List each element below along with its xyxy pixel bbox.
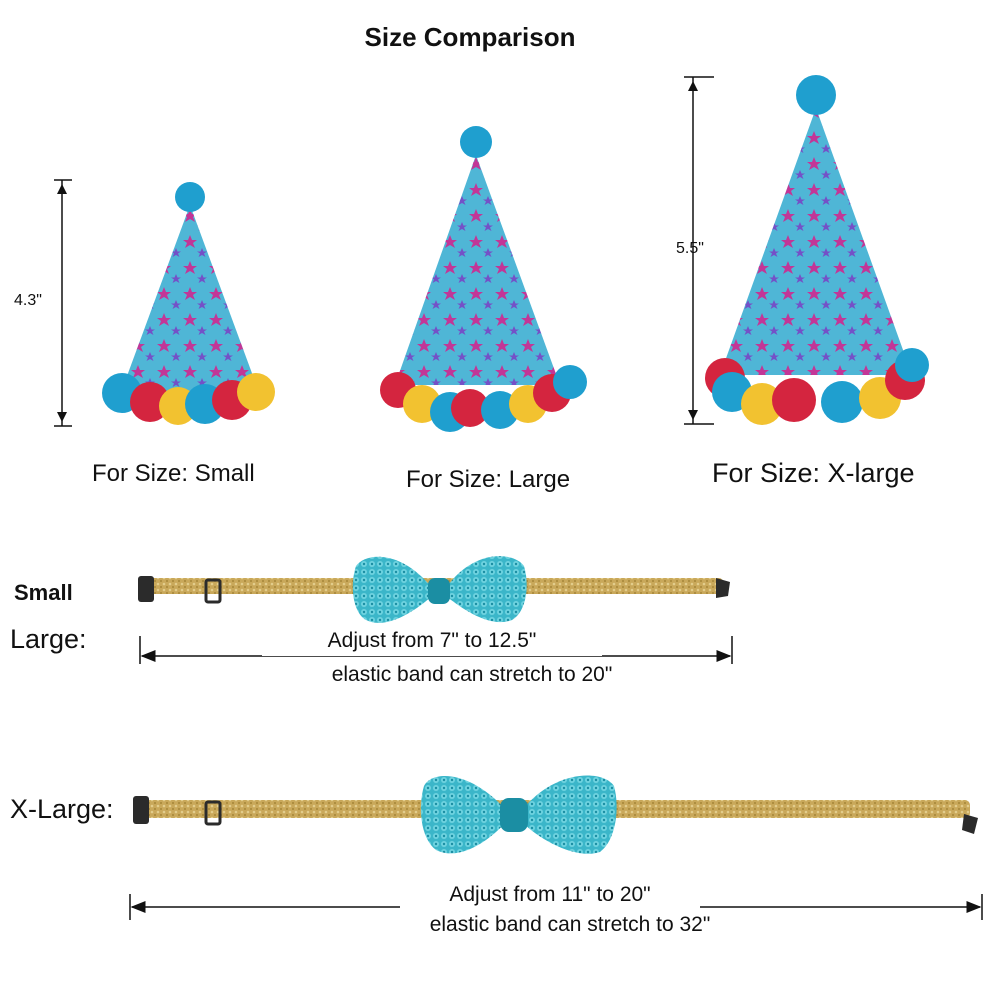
hat-large-caption: For Size: Large bbox=[406, 466, 571, 493]
collar-2-adjust-note: Adjust from 11" to 20" bbox=[400, 880, 700, 910]
hat-xlarge-height-label: 5.5" bbox=[676, 240, 704, 257]
page-title: Size Comparison bbox=[364, 22, 576, 52]
collar-1-stretch-note: elastic band can stretch to 20" bbox=[331, 663, 613, 686]
hat-small-caption: For Size: Small bbox=[92, 460, 255, 487]
hat-xlarge bbox=[684, 75, 929, 425]
hat-xlarge-caption: For Size: X-large bbox=[712, 458, 915, 488]
collar-xlarge-label: X-Large: bbox=[10, 794, 114, 824]
collar-2-stretch-note: elastic band can stretch to 32" bbox=[390, 910, 750, 940]
hat-small-height-label: 4.3" bbox=[14, 292, 42, 309]
collar-xlarge bbox=[129, 775, 983, 920]
collar-small-large bbox=[138, 556, 733, 664]
collar-large-label: Large: bbox=[10, 624, 87, 654]
collar-small-label: Small bbox=[14, 580, 73, 605]
collar-1-adjust-note: Adjust from 7" to 12.5" bbox=[262, 626, 602, 656]
hat-large bbox=[380, 126, 587, 432]
hat-small bbox=[54, 179, 275, 427]
